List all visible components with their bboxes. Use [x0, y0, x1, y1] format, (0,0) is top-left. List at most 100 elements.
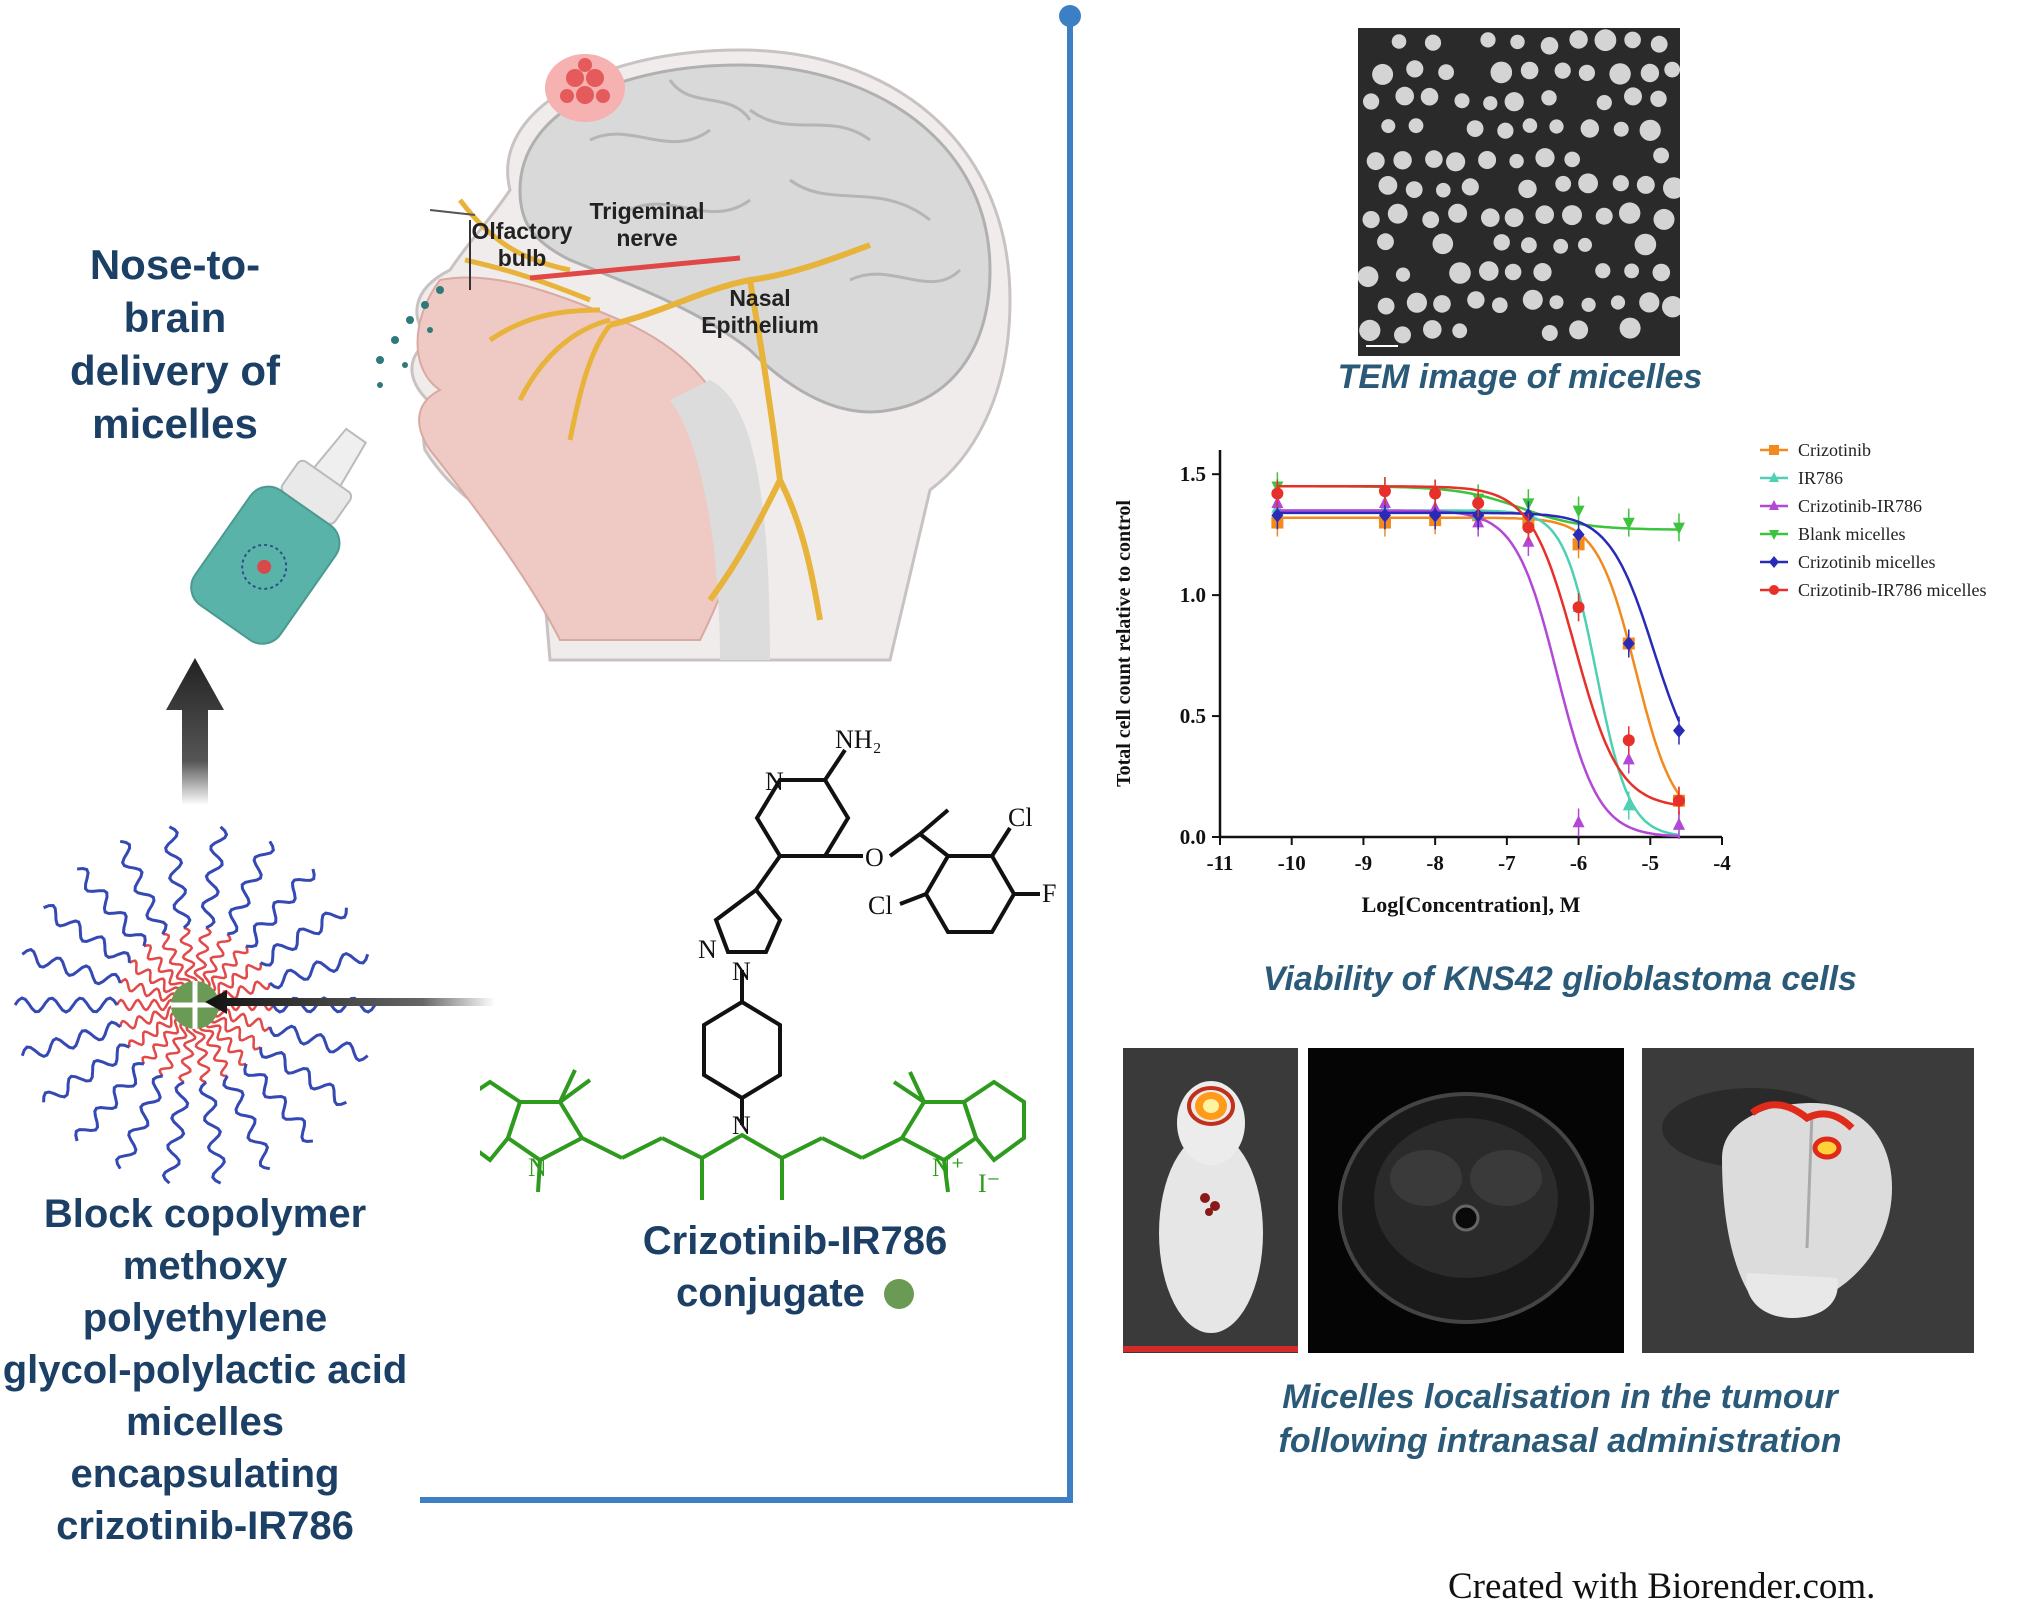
tem-particle [1650, 90, 1667, 107]
viability-caption: Viability of KNS42 glioblastoma cells [1263, 960, 1857, 998]
x-tick-label: -7 [1498, 851, 1516, 875]
data-point [1622, 752, 1635, 765]
tem-particle [1378, 176, 1398, 195]
tem-particle [1452, 323, 1468, 339]
micelle-corona-chain [268, 1024, 369, 1063]
tem-particle [1358, 266, 1379, 288]
olfactory-line-2: bulb [497, 245, 547, 271]
tem-particle [1613, 121, 1629, 137]
micelle-corona-chain [76, 866, 147, 947]
micelle-corona-chain [259, 1047, 347, 1107]
micelle-core-chain [158, 1021, 188, 1077]
tem-particle [1467, 291, 1485, 309]
micelle-corona-chain [245, 868, 316, 949]
piperidine-n-label: N [732, 1111, 751, 1140]
data-point [1572, 505, 1585, 518]
copolymer-line-1: Block copolymer [43, 1192, 367, 1236]
micelle-corona-chain [21, 947, 122, 986]
x-tick-label: -11 [1207, 851, 1234, 875]
localisation-line-1: Micelles localisation in the tumour [1282, 1378, 1838, 1416]
tem-particle [1578, 237, 1592, 252]
tem-particle [1387, 203, 1408, 224]
micelle-corona-chain [227, 840, 275, 936]
tem-particle [1624, 263, 1639, 279]
tem-particle [1509, 153, 1524, 169]
legend-entry: Crizotinib [1798, 440, 1871, 460]
y-axis-label: Total cell count relative to control [1113, 500, 1135, 787]
tem-particle [1448, 203, 1468, 223]
tem-particle [1580, 119, 1599, 138]
micelle-core-chain [202, 933, 232, 989]
tem-particle [1578, 173, 1598, 194]
pyrazole-n-label-1: N [698, 935, 717, 964]
footer-credit: Created with Biorender.com. [1448, 1566, 1876, 1607]
series-line [1277, 511, 1681, 722]
tem-particle [1609, 63, 1631, 85]
micelle-corona-chain [198, 1081, 226, 1185]
data-point [1572, 601, 1585, 614]
data-point [1378, 485, 1391, 498]
tem-particle [1522, 289, 1543, 310]
tem-particle [1422, 211, 1440, 229]
tem-particle [1595, 263, 1611, 279]
tem-particle [1425, 150, 1443, 168]
conjugate-line-2-row: conjugate [585, 1267, 1005, 1319]
olfactory-line-1: Olfactory [471, 218, 573, 244]
micelle-core-chain [141, 1018, 183, 1065]
legend-swatch-marker [1769, 500, 1779, 510]
tem-particle [1436, 182, 1451, 198]
tem-particle [1535, 205, 1554, 224]
legend-swatch-marker [1769, 585, 1779, 595]
x-tick-label: -4 [1713, 851, 1731, 875]
micelle-core-chain [115, 998, 177, 1012]
legend-entry: Crizotinib-IR786 micelles [1798, 580, 1986, 600]
tem-particle [1569, 30, 1588, 49]
micelle-corona-chain [42, 1043, 130, 1103]
pyrazole-n-label-2: N [732, 957, 751, 986]
localisation-line-2: following intranasal administration [1278, 1422, 1842, 1460]
copolymer-line-3: glycol-polylactic acid [2, 1348, 408, 1392]
tem-particle [1394, 326, 1411, 344]
tem-particle [1395, 86, 1414, 106]
tem-particle [1454, 93, 1470, 109]
tem-particle [1372, 63, 1394, 85]
legend-swatch-marker [1769, 472, 1779, 482]
tem-particle [1564, 151, 1580, 168]
x-tick-label: -5 [1642, 851, 1660, 875]
copolymer-line-4: micelles encapsulating [70, 1400, 340, 1496]
oxygen-label: O [865, 843, 884, 872]
tem-particle [1652, 263, 1671, 282]
indole-n-left-label: N [528, 1153, 547, 1182]
tem-particle [1624, 31, 1641, 49]
micelle-core-chain [119, 977, 178, 1003]
fluorine-label: F [1042, 879, 1056, 908]
y-tick-label: 0.5 [1180, 704, 1206, 728]
tem-particle [1483, 96, 1498, 111]
tem-particle [1578, 64, 1595, 81]
tem-particle [1535, 148, 1555, 168]
conjugate-line-1: Crizotinib-IR786 [642, 1219, 948, 1263]
tem-particle [1362, 211, 1380, 229]
micelle-core-chain [177, 1023, 197, 1084]
conjugate-dot-icon [884, 1279, 915, 1309]
micelle-corona-chain [20, 1020, 122, 1059]
trigeminal-line-1: Trigeminal [589, 198, 705, 224]
y-tick-label: 1.0 [1180, 583, 1206, 607]
tem-particle [1662, 296, 1680, 318]
legend-entry: IR786 [1798, 468, 1843, 488]
tem-particle [1594, 29, 1617, 52]
tem-particle [1446, 152, 1466, 172]
data-point [1672, 817, 1685, 830]
tem-particle [1522, 118, 1538, 133]
micelle-corona-chain [43, 903, 131, 963]
tem-particle [1596, 95, 1612, 111]
x-tick-label: -10 [1278, 851, 1306, 875]
tem-particle [1408, 118, 1424, 134]
tem-particle [1490, 61, 1513, 84]
tem-particle [1433, 295, 1451, 313]
micelle-corona-chain [161, 1080, 190, 1185]
data-point [1672, 522, 1685, 535]
micelle-core-chain [193, 926, 213, 987]
micelle-core-chain [210, 1015, 262, 1051]
